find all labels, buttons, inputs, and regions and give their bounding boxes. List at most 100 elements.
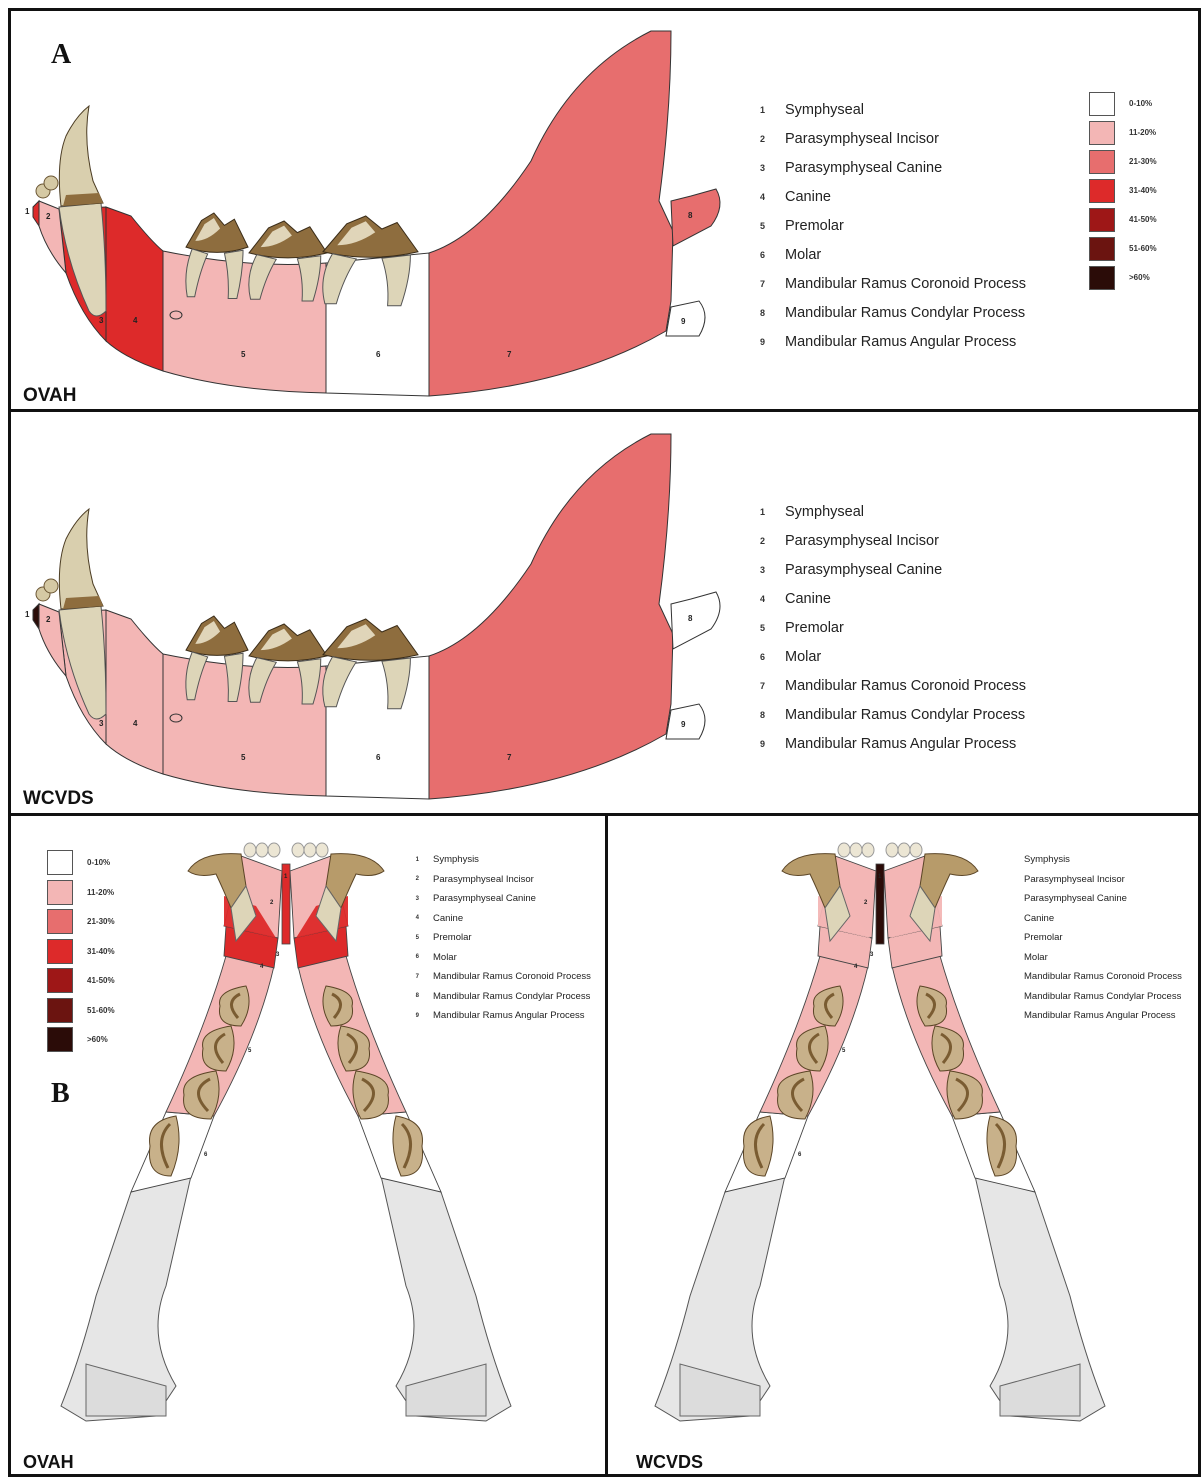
legend-item-3: 3Parasymphyseal Canine	[757, 153, 1026, 182]
canine-crown	[59, 509, 103, 609]
legend-item-7: Mandibular Ramus Coronoid Process	[1024, 967, 1182, 987]
legend-number: 5	[413, 935, 419, 941]
scale-label: 21-30%	[1129, 157, 1157, 166]
legend-label: Mandibular Ramus Coronoid Process	[785, 276, 1026, 292]
legend-label: Premolar	[433, 932, 472, 943]
legend-item-9: Mandibular Ramus Angular Process	[1024, 1006, 1182, 1026]
incisor	[44, 176, 58, 190]
region-number-1: 1	[25, 610, 30, 619]
legend-label: Mandibular Ramus Angular Process	[785, 736, 1016, 752]
legend-label: Canine	[1024, 913, 1054, 924]
region-number-4: 4	[133, 316, 138, 325]
legend-label: Mandibular Ramus Coronoid Process	[433, 971, 591, 982]
cheek-tooth-4	[149, 1116, 179, 1176]
legend-number: 5	[757, 221, 765, 231]
legend-label: Canine	[433, 913, 463, 924]
legend-item-3: Parasymphyseal Canine	[1024, 889, 1182, 909]
region-8-condylar	[671, 592, 720, 649]
incisor	[838, 843, 850, 857]
region-7-coronoid	[429, 31, 673, 396]
dorsal-region-legend-ovah: 1Symphysis2Parasymphyseal Incisor3Parasy…	[413, 850, 591, 1026]
legend-label: Mandibular Ramus Condylar Process	[785, 707, 1025, 723]
region-number-5: 5	[248, 1048, 252, 1054]
incisor	[886, 843, 898, 857]
cheek-tooth-4	[987, 1116, 1017, 1176]
legend-label: Symphyseal	[785, 504, 864, 520]
region-4-canine	[106, 207, 163, 371]
dorsal-region-legend-wcvds: SymphysisParasymphyseal IncisorParasymph…	[1024, 850, 1182, 1026]
legend-item-7: 7Mandibular Ramus Coronoid Process	[757, 671, 1026, 700]
legend-number: 3	[757, 163, 765, 173]
legend-label: Mandibular Ramus Condylar Process	[1024, 991, 1181, 1002]
scale-swatch	[1089, 92, 1115, 116]
legend-label: Mandibular Ramus Angular Process	[433, 1010, 585, 1021]
region-number-6: 6	[376, 753, 381, 762]
legend-item-2: 2Parasymphyseal Incisor	[757, 124, 1026, 153]
legend-item-6: 6Molar	[413, 948, 591, 968]
scale-label: 11-20%	[1129, 128, 1156, 137]
panel-title-ovah-lateral: OVAH	[23, 385, 76, 407]
panel-a-wcvds: 123456789 1Symphyseal2Parasymphyseal Inc…	[8, 409, 1201, 816]
legend-number: 1	[757, 105, 765, 115]
tooth-crown	[323, 216, 418, 257]
legend-item-6: 6Molar	[757, 642, 1026, 671]
legend-item-5: Premolar	[1024, 928, 1182, 948]
legend-label: Premolar	[785, 218, 844, 234]
region-number-1: 1	[25, 207, 30, 216]
legend-number: 2	[413, 876, 419, 882]
scale-item: 21-30%	[1089, 147, 1157, 176]
scale-label: >60%	[1129, 273, 1150, 282]
region-9-angular	[666, 301, 705, 336]
tooth-crown	[249, 221, 327, 258]
incisor	[316, 843, 328, 857]
legend-label: Parasymphyseal Canine	[785, 562, 942, 578]
region-number-6: 6	[798, 1152, 802, 1158]
region-4-canine	[106, 610, 163, 774]
legend-label: Molar	[433, 952, 457, 963]
scale-item: 31-40%	[1089, 176, 1157, 205]
legend-item-1: 1Symphysis	[413, 850, 591, 870]
legend-number: 9	[757, 739, 765, 749]
panel-b-wcvds: 123456 SymphysisParasymphyseal IncisorPa…	[605, 813, 1201, 1477]
legend-item-7: 7Mandibular Ramus Coronoid Process	[757, 269, 1026, 298]
incisor	[268, 843, 280, 857]
region-8-condylar	[671, 189, 720, 246]
legend-number: 4	[757, 594, 765, 604]
region-number-8: 8	[688, 211, 693, 220]
legend-number: 7	[757, 681, 765, 691]
scale-label: 0-10%	[1129, 99, 1152, 108]
legend-label: Molar	[785, 247, 821, 263]
legend-label: Parasymphyseal Incisor	[785, 131, 939, 147]
legend-number: 4	[757, 192, 765, 202]
incisor	[292, 843, 304, 857]
canine-crown	[59, 106, 103, 206]
legend-item-6: 6Molar	[757, 240, 1026, 269]
incisor	[850, 843, 862, 857]
legend-item-4: Canine	[1024, 909, 1182, 929]
region-number-2: 2	[46, 212, 51, 221]
region-number-2: 2	[46, 615, 51, 624]
scale-swatch	[1089, 266, 1115, 290]
region-number-5: 5	[241, 350, 246, 359]
legend-item-4: 4Canine	[757, 182, 1026, 211]
region-1-symphyseal	[33, 604, 39, 629]
scale-item: 41-50%	[1089, 205, 1157, 234]
region-number-9: 9	[681, 720, 686, 729]
region-number-5: 5	[241, 753, 246, 762]
scale-swatch	[1089, 179, 1115, 203]
incisor	[910, 843, 922, 857]
legend-number: 3	[757, 565, 765, 575]
legend-item-9: 9 Mandibular Ramus Angular Process	[757, 729, 1026, 758]
legend-item-1: Symphysis	[1024, 850, 1182, 870]
region-number-3: 3	[276, 952, 280, 958]
legend-item-8: Mandibular Ramus Condylar Process	[1024, 987, 1182, 1007]
legend-label: Mandibular Ramus Condylar Process	[433, 991, 590, 1002]
tooth-crown	[186, 616, 248, 655]
prevalence-scale-lateral: 0-10%11-20%21-30%31-40%41-50%51-60%>60%	[1089, 89, 1157, 292]
region-number-6: 6	[204, 1152, 208, 1158]
panel-b-ovah: 0-10%11-20%21-30%31-40%41-50%51-60%>60% …	[8, 813, 608, 1477]
